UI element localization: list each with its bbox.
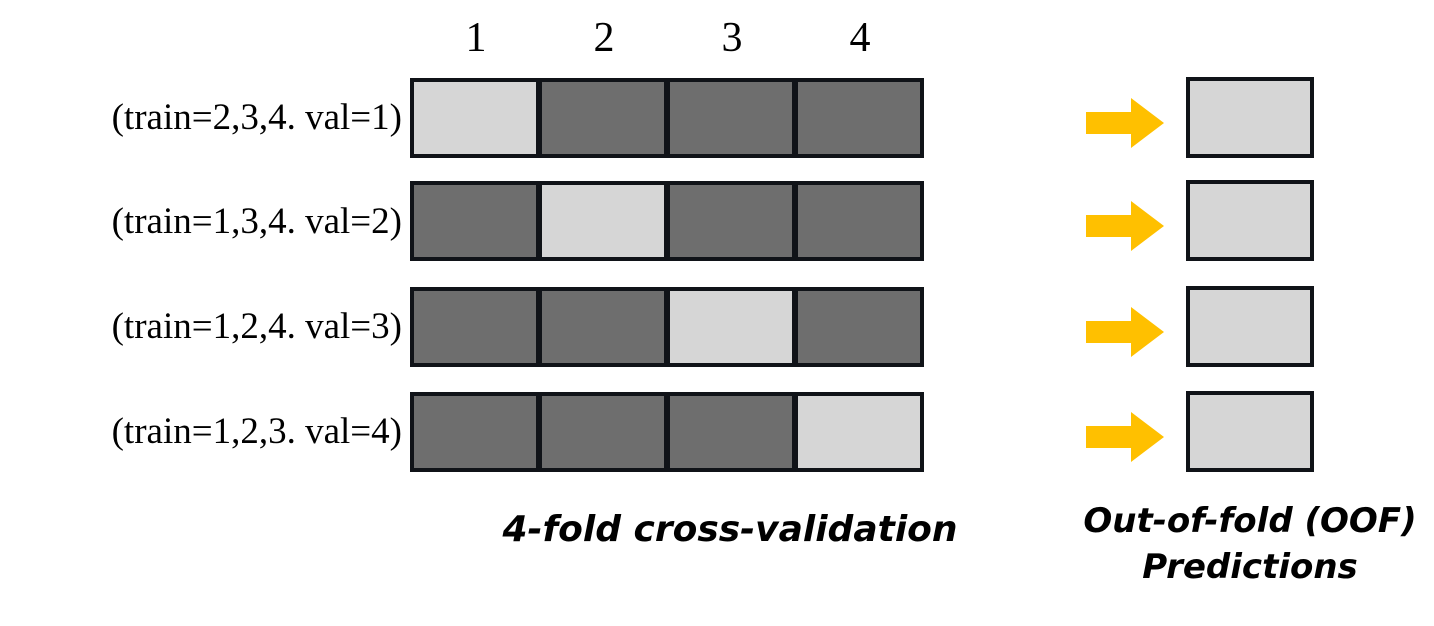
fold-cell-r1c1 xyxy=(410,78,540,158)
arrow-icon-row-4 xyxy=(1086,410,1164,464)
fold-cell-r4c2 xyxy=(538,392,668,472)
fold-cell-r4c1 xyxy=(410,392,540,472)
column-header-3: 3 xyxy=(721,15,743,61)
row-label-fold-4: (train=1,2,3. val=4) xyxy=(111,411,402,452)
caption-oof-predictions: Out-of-fold (OOF) Predictions xyxy=(1080,498,1420,590)
fold-cell-r2c4 xyxy=(794,181,924,261)
row-label-fold-2: (train=1,3,4. val=2) xyxy=(111,201,402,242)
arrow-icon-row-3 xyxy=(1086,305,1164,359)
oof-prediction-box-row-1 xyxy=(1186,77,1314,158)
oof-prediction-box-row-2 xyxy=(1186,180,1314,261)
fold-cell-r1c2 xyxy=(538,78,668,158)
caption-oof-line-2: Predictions xyxy=(1142,547,1358,587)
arrow-icon-row-2 xyxy=(1086,199,1164,253)
caption-cross-validation: 4-fold cross-validation xyxy=(502,509,958,550)
row-label-fold-1: (train=2,3,4. val=1) xyxy=(111,97,402,138)
arrow-icon-row-1 xyxy=(1086,96,1164,150)
column-header-4: 4 xyxy=(849,15,871,61)
fold-cell-r2c2 xyxy=(538,181,668,261)
row-label-fold-3: (train=1,2,4. val=3) xyxy=(111,306,402,347)
oof-prediction-box-row-3 xyxy=(1186,286,1314,367)
fold-cell-r4c4 xyxy=(794,392,924,472)
fold-cell-r1c3 xyxy=(666,78,796,158)
oof-prediction-box-row-4 xyxy=(1186,391,1314,472)
fold-cell-r2c3 xyxy=(666,181,796,261)
fold-cell-r2c1 xyxy=(410,181,540,261)
fold-cell-r3c1 xyxy=(410,287,540,367)
fold-cell-r3c2 xyxy=(538,287,668,367)
fold-cell-r3c3 xyxy=(666,287,796,367)
fold-cell-r1c4 xyxy=(794,78,924,158)
column-header-2: 2 xyxy=(593,15,615,61)
fold-cell-r3c4 xyxy=(794,287,924,367)
fold-cell-r4c3 xyxy=(666,392,796,472)
caption-oof-line-1: Out-of-fold (OOF) xyxy=(1083,501,1417,541)
column-header-1: 1 xyxy=(465,15,487,61)
